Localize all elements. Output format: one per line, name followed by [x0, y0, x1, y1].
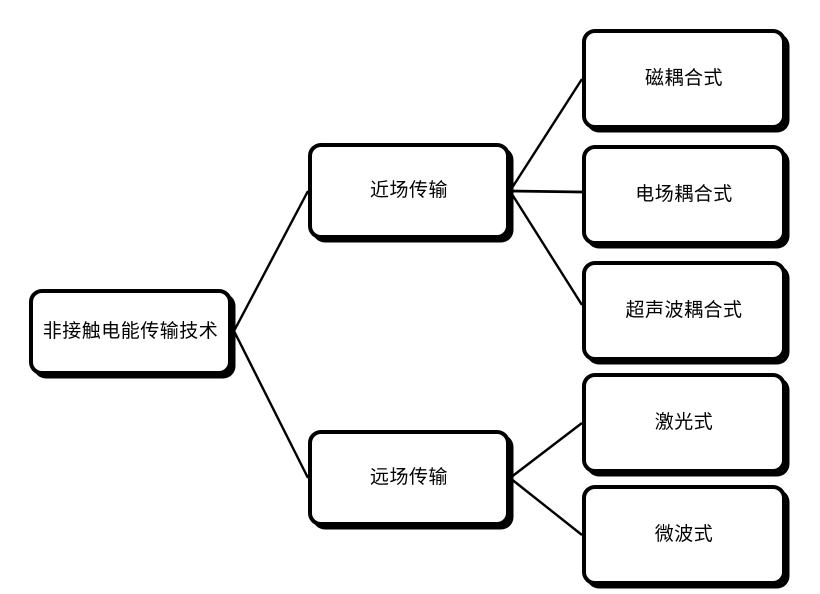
connector-near-field-to-magnetic — [508, 78, 584, 192]
connector-root-to-near-field — [232, 190, 310, 332]
connector-root-to-far-field — [232, 330, 310, 479]
node-root-label: 非接触电能传输技术 — [42, 320, 219, 342]
node-electric-field-coupling-label: 电场耦合式 — [635, 183, 733, 205]
connector-far-field-to-microwave — [509, 477, 583, 536]
node-near-field-label: 近场传输 — [369, 179, 448, 201]
node-electric-field-coupling[interactable]: 电场耦合式 — [582, 145, 786, 245]
node-microwave[interactable]: 微波式 — [582, 485, 786, 585]
connector-far-field-to-laser — [509, 422, 583, 479]
node-magnetic-coupling[interactable]: 磁耦合式 — [582, 29, 786, 129]
node-far-field-label: 远场传输 — [369, 466, 448, 488]
node-laser[interactable]: 激光式 — [582, 373, 786, 473]
node-root[interactable]: 非接触电能传输技术 — [29, 289, 232, 375]
node-microwave-label: 微波式 — [654, 523, 714, 545]
node-magnetic-coupling-label: 磁耦合式 — [644, 67, 723, 89]
node-far-field[interactable]: 远场传输 — [308, 430, 510, 526]
connector-near-field-to-ultrasonic — [508, 190, 584, 306]
node-near-field[interactable]: 近场传输 — [308, 143, 510, 239]
connector-near-field-to-electric-field — [509, 189, 583, 194]
node-laser-label: 激光式 — [654, 411, 714, 433]
node-ultrasonic-coupling[interactable]: 超声波耦合式 — [582, 261, 786, 361]
node-ultrasonic-coupling-label: 超声波耦合式 — [625, 299, 743, 321]
